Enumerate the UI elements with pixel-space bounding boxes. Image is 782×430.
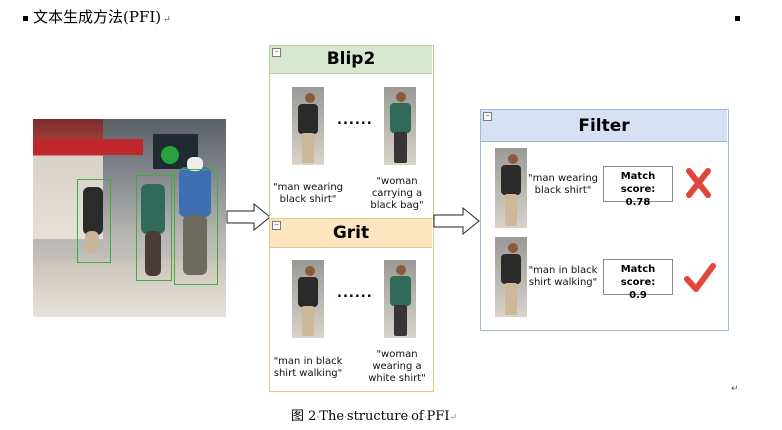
collapse-icon: − bbox=[483, 112, 492, 121]
filter-row1-score-box: Match score: 0.78 bbox=[603, 166, 673, 208]
filter-row2-caption: "man in black shirt walking" bbox=[528, 265, 598, 288]
figure-caption-word: structure bbox=[346, 409, 409, 424]
blip2-ellipsis: ...... bbox=[337, 113, 373, 128]
section-heading: 文本生成方法(PFI)↵ bbox=[33, 6, 171, 27]
grit-title: Grit bbox=[332, 223, 370, 243]
figure-caption: 图 2·The·structure·of·PFI↵ bbox=[291, 409, 458, 424]
blip2-panel-header: − Blip2 bbox=[270, 46, 432, 74]
street-scene-image bbox=[33, 119, 226, 317]
filter-row1-caption: "man wearing black shirt" bbox=[527, 173, 599, 196]
grit-caption-left: "man in black shirt walking" bbox=[273, 356, 343, 379]
detection-box-person-1 bbox=[77, 179, 111, 263]
paragraph-mark: ↵ bbox=[163, 15, 171, 25]
filter-panel-header: − Filter bbox=[481, 110, 727, 142]
figure-caption-word: The bbox=[319, 409, 345, 424]
collapse-icon: − bbox=[272, 48, 281, 57]
detection-box-person-2 bbox=[136, 175, 172, 281]
grit-crop-woman bbox=[384, 260, 416, 338]
grit-ellipsis: ...... bbox=[337, 286, 373, 301]
bullet-left bbox=[23, 16, 28, 21]
bullet-right bbox=[735, 16, 740, 21]
blip2-crop-woman bbox=[384, 87, 416, 165]
arrow-scene-to-panels bbox=[226, 202, 271, 232]
section-heading-text: 文本生成方法(PFI) bbox=[33, 8, 162, 26]
paragraph-mark: ↵ bbox=[449, 413, 458, 423]
blip2-caption-left: "man wearing black shirt" bbox=[272, 182, 344, 205]
arrow-panels-to-filter bbox=[433, 206, 480, 236]
match-score-value: 0.9 bbox=[629, 290, 647, 301]
paragraph-mark-right: ↵ bbox=[731, 384, 739, 394]
match-score-value: 0.78 bbox=[625, 197, 651, 208]
match-score-label: Match score: bbox=[620, 171, 656, 195]
filter-row2-crop bbox=[495, 237, 527, 317]
red-cross-icon bbox=[686, 168, 711, 198]
red-check-icon bbox=[684, 263, 716, 292]
figure-caption-word: of bbox=[411, 409, 424, 424]
blip2-title: Blip2 bbox=[326, 49, 376, 69]
figure-caption-word: PFI bbox=[426, 409, 450, 424]
collapse-icon: − bbox=[272, 221, 281, 230]
grit-crop-man bbox=[292, 260, 324, 338]
detection-box-person-3 bbox=[174, 169, 218, 285]
filter-row1-crop bbox=[495, 148, 527, 228]
filter-row2-score-box: Match score: 0.9 bbox=[603, 259, 673, 301]
blip2-caption-right: "woman carrying a black bag" bbox=[370, 176, 424, 211]
filter-title: Filter bbox=[578, 116, 630, 136]
grit-panel-header: − Grit bbox=[270, 219, 432, 248]
match-score-label: Match score: bbox=[620, 264, 656, 288]
figure-caption-prefix: 图 2 bbox=[291, 409, 317, 424]
grit-caption-right: "woman wearing a white shirt" bbox=[368, 349, 426, 384]
blip2-crop-man bbox=[292, 87, 324, 165]
